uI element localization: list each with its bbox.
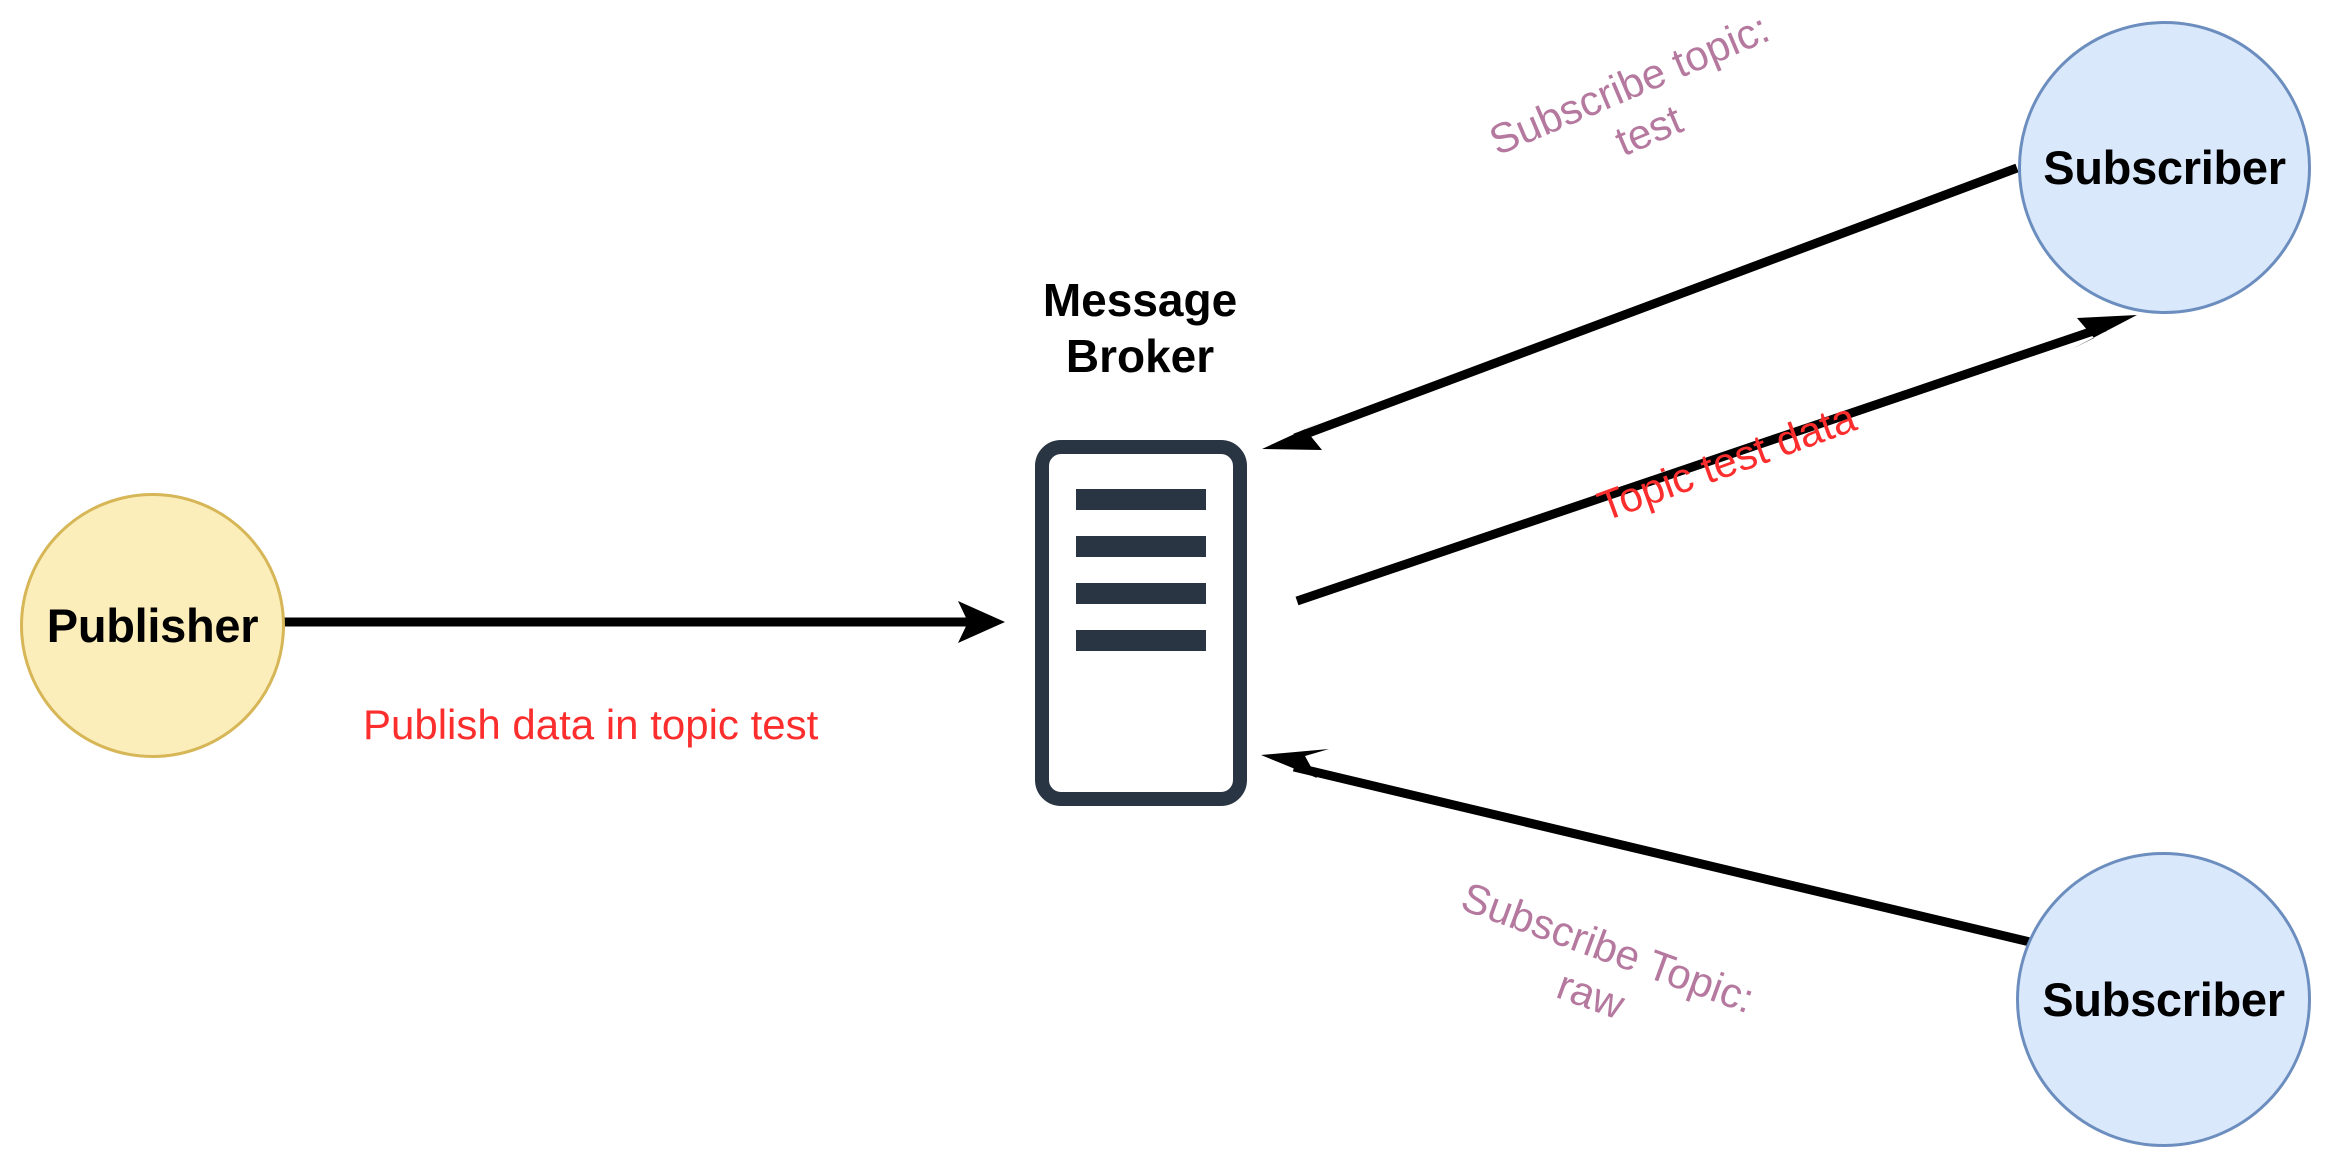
server-body bbox=[1035, 440, 1247, 806]
edge-subscribe-raw-arrowhead bbox=[1261, 749, 1329, 778]
edge-topic-data-line bbox=[1295, 322, 2107, 606]
subscriber-top-label: Subscriber bbox=[2043, 141, 2286, 194]
publisher-node[interactable]: Publisher bbox=[20, 493, 285, 758]
subscriber-top-node[interactable]: Subscriber bbox=[2018, 21, 2311, 314]
edge-subscribe-test-line bbox=[1293, 163, 2019, 443]
edge-subscribe-test-arrowhead bbox=[1262, 419, 1327, 450]
subscriber-bottom-label: Subscriber bbox=[2042, 973, 2285, 1026]
edge-publish-arrowhead bbox=[958, 601, 1005, 643]
server-bar-1 bbox=[1076, 489, 1206, 510]
edge-subscribe-test-to-broker bbox=[1262, 163, 2019, 450]
broker-title-line2: Broker bbox=[1065, 330, 1215, 383]
edge-topic-data-arrowhead bbox=[2072, 315, 2137, 349]
edge-subscribe-raw-line bbox=[1292, 762, 2032, 947]
subscriber-bottom-node[interactable]: Subscriber bbox=[2016, 852, 2311, 1147]
edge-publish-to-broker bbox=[190, 601, 1005, 643]
broker-title: Message Broker bbox=[960, 272, 1320, 384]
edge-topic-data-to-subscriber bbox=[1295, 315, 2137, 606]
server-rack-icon bbox=[1035, 440, 1247, 806]
server-bar-2 bbox=[1076, 536, 1206, 557]
edge-subscribe-raw-to-broker bbox=[1261, 749, 2032, 947]
server-bar-3 bbox=[1076, 583, 1206, 604]
broker-title-line1: Message bbox=[1042, 274, 1238, 326]
edge-label-publish: Publish data in topic test bbox=[363, 701, 819, 748]
publisher-label: Publisher bbox=[46, 599, 259, 652]
broker-node[interactable] bbox=[1035, 440, 1247, 806]
server-bar-4 bbox=[1076, 630, 1206, 651]
